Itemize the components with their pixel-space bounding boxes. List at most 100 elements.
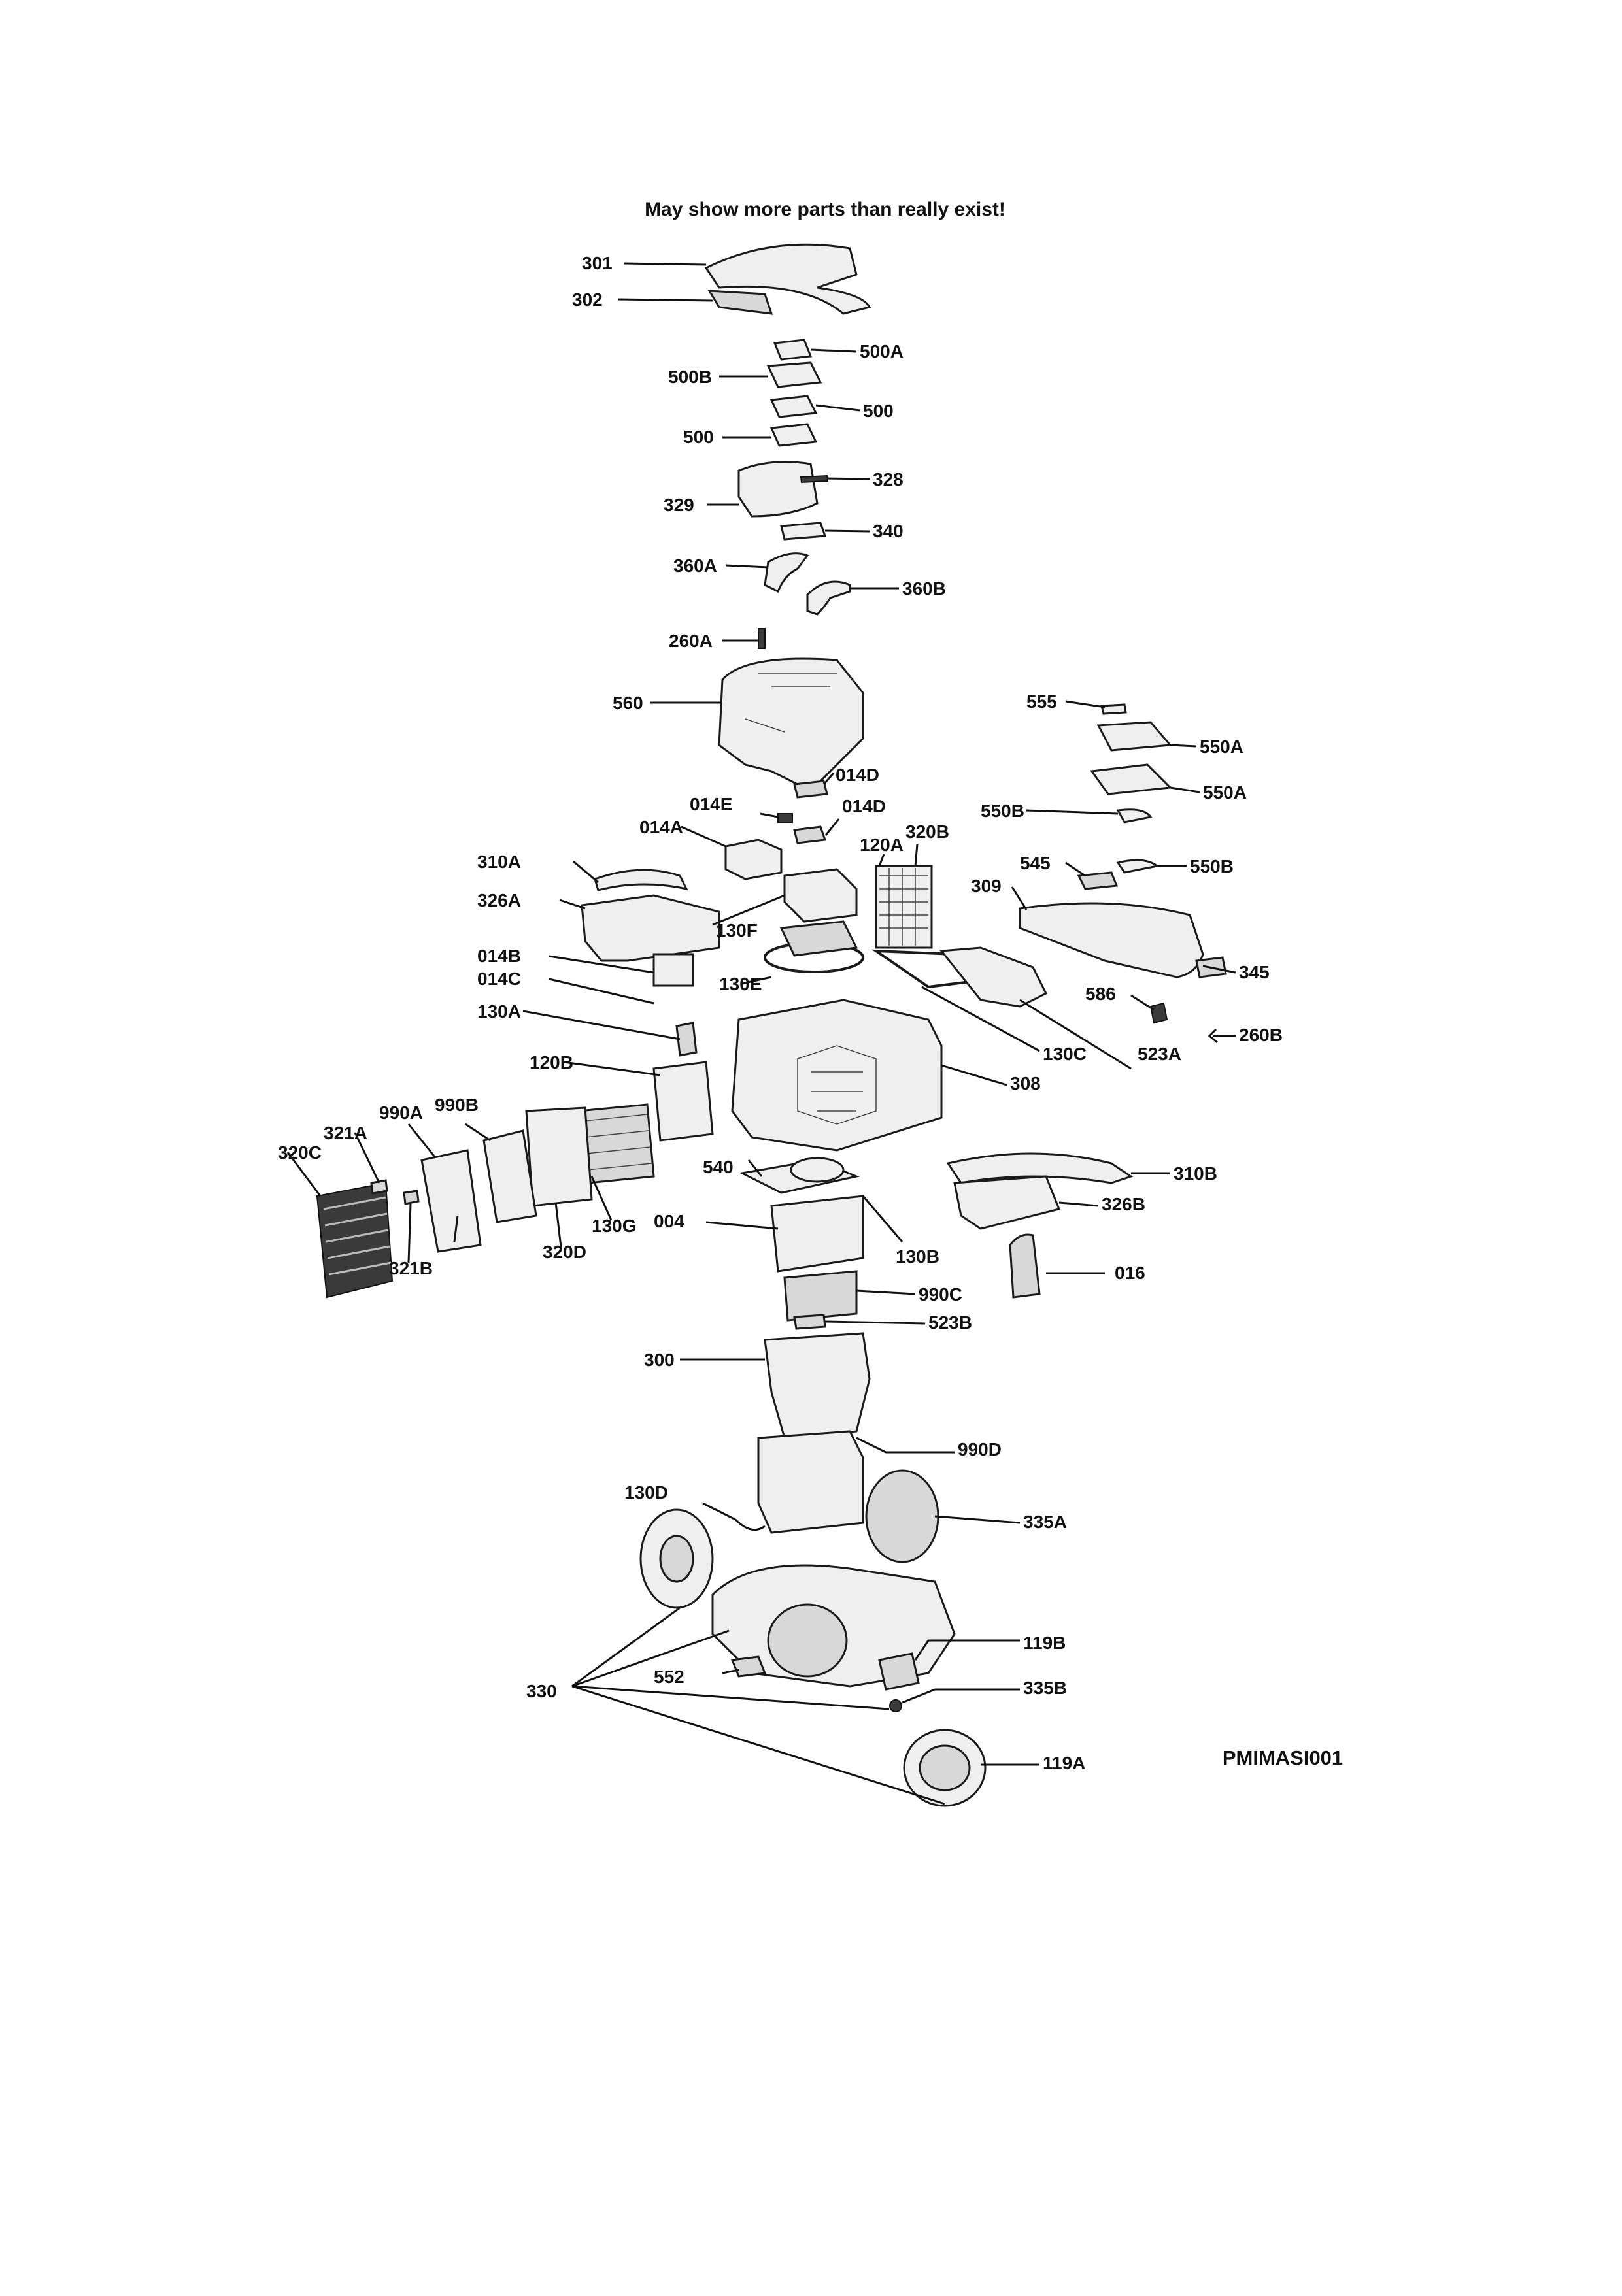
- part-310B-handle: [946, 1152, 1134, 1184]
- label-340: 340: [873, 521, 904, 541]
- label-550A-upper: 550A: [1200, 737, 1243, 757]
- label-540: 540: [703, 1157, 734, 1177]
- part-500-upper: [769, 395, 818, 418]
- part-130G-grid: [584, 1114, 652, 1171]
- label-260B: 260B: [1239, 1025, 1283, 1045]
- label-360A: 360A: [673, 556, 717, 576]
- part-321A-clip: [370, 1179, 388, 1195]
- label-130G: 130G: [592, 1216, 637, 1236]
- label-130C: 130C: [1043, 1044, 1087, 1064]
- label-523A: 523A: [1138, 1044, 1181, 1064]
- label-119B: 119B: [1023, 1633, 1066, 1653]
- part-550A-upper: [1096, 721, 1173, 752]
- part-328-clip: [800, 474, 829, 484]
- part-320B-grille: [875, 865, 933, 949]
- label-555: 555: [1026, 691, 1057, 712]
- part-500-lower: [769, 423, 818, 447]
- leader-lines: [286, 262, 1236, 1805]
- label-523B: 523B: [928, 1312, 972, 1333]
- part-335A-wheel-cover: [865, 1469, 939, 1563]
- part-130F-block: [783, 868, 858, 923]
- part-340-latch: [780, 522, 827, 541]
- part-550A-lower: [1090, 763, 1173, 795]
- label-326B: 326B: [1102, 1194, 1145, 1214]
- part-014D-lower: [793, 825, 827, 844]
- label-990B: 990B: [435, 1095, 479, 1115]
- label-310B: 310B: [1174, 1163, 1217, 1184]
- part-990C-sleeve: [783, 1270, 858, 1322]
- label-120A: 120A: [860, 835, 904, 855]
- part-523B-clip: [793, 1314, 826, 1330]
- part-360A: [764, 552, 809, 593]
- label-309: 309: [971, 876, 1002, 896]
- part-120B-filter: [652, 1061, 714, 1142]
- label-260A: 260A: [669, 631, 713, 651]
- label-550A-lower: 550A: [1203, 782, 1247, 803]
- part-302-handle-insert: [707, 290, 773, 315]
- part-326A-side-cover: [581, 894, 720, 962]
- part-260B: [1208, 1028, 1218, 1044]
- label-990A: 990A: [379, 1103, 423, 1123]
- label-545: 545: [1020, 853, 1051, 873]
- label-130B: 130B: [896, 1246, 939, 1267]
- label-550B-left: 550B: [981, 801, 1024, 821]
- part-320C-holes: [323, 1196, 392, 1276]
- label-586: 586: [1085, 984, 1116, 1004]
- part-130A-clip: [675, 1022, 698, 1057]
- part-119A-wheel-inner: [919, 1744, 971, 1791]
- part-555: [1100, 703, 1127, 715]
- part-130F-grille: [779, 920, 858, 957]
- label-308: 308: [1010, 1073, 1041, 1093]
- diagram-code: PMIMASI001: [1223, 1746, 1343, 1769]
- label-500B: 500B: [668, 367, 712, 387]
- label-119A: 119A: [1043, 1753, 1085, 1773]
- label-130F: 130F: [716, 920, 758, 940]
- label-321A: 321A: [324, 1123, 367, 1143]
- part-545-clip: [1077, 871, 1119, 890]
- label-990D: 990D: [958, 1439, 1002, 1459]
- part-308-main-body: [731, 999, 943, 1152]
- label-500-upper: 500: [863, 401, 894, 421]
- label-302: 302: [572, 290, 603, 310]
- label-310A: 310A: [477, 852, 521, 872]
- label-990C: 990C: [919, 1284, 962, 1305]
- part-500B: [766, 361, 822, 388]
- label-329: 329: [664, 495, 694, 515]
- label-335B: 335B: [1023, 1678, 1067, 1698]
- label-320B: 320B: [905, 822, 949, 842]
- label-552: 552: [654, 1667, 684, 1687]
- part-500A: [773, 339, 813, 361]
- label-016: 016: [1115, 1263, 1145, 1283]
- part-014A-box: [724, 839, 783, 880]
- label-014B: 014B: [477, 946, 521, 966]
- label-004: 004: [654, 1211, 684, 1231]
- label-320C: 320C: [278, 1142, 322, 1163]
- part-260A-pin: [758, 628, 766, 649]
- part-308-honeycomb: [797, 1045, 877, 1125]
- header-note: May show more parts than really exist!: [645, 199, 1005, 220]
- part-990B-pad: [482, 1129, 537, 1223]
- part-990D-bag: [757, 1430, 864, 1534]
- part-360B: [806, 580, 851, 616]
- part-326B-side-cover: [953, 1175, 1061, 1230]
- label-120B: 120B: [530, 1052, 573, 1073]
- callout-labels: 301 302 500A 500B 500 500 328 329 340 36…: [278, 253, 1283, 1773]
- part-004-motor: [770, 1195, 864, 1273]
- part-586: [1149, 1002, 1168, 1024]
- label-326A: 326A: [477, 890, 521, 910]
- label-330: 330: [526, 1681, 557, 1701]
- part-321B-clip: [403, 1190, 420, 1205]
- part-550B-ring: [1116, 808, 1153, 824]
- label-550B-right: 550B: [1190, 856, 1234, 876]
- part-330-wheel-left-hub: [659, 1535, 694, 1583]
- part-014E: [777, 813, 793, 823]
- part-014B-box: [652, 953, 694, 987]
- label-014E: 014E: [690, 794, 732, 814]
- part-016: [1009, 1233, 1041, 1299]
- part-550B-ring-2: [1116, 859, 1160, 874]
- part-130B-cup: [790, 1157, 845, 1183]
- part-301-handle: [704, 243, 871, 315]
- label-500A: 500A: [860, 341, 904, 361]
- label-130A: 130A: [477, 1001, 521, 1022]
